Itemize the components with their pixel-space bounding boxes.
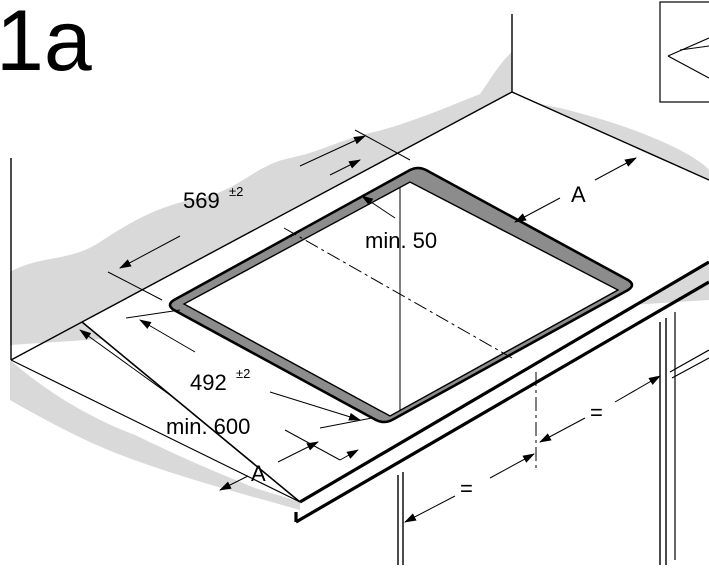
dim-line-a-side-2 xyxy=(594,157,637,181)
dim-line-a-front-1 xyxy=(219,475,249,491)
dim-line-eq-left-1 xyxy=(404,495,456,523)
dim-a-front-label: A xyxy=(251,461,266,486)
countertop-front-edge xyxy=(81,321,301,503)
dim-line-min600-a xyxy=(79,329,171,396)
dim-line-eq-right-1 xyxy=(539,417,586,443)
dim-eq-left-label: = xyxy=(460,476,473,501)
cutout-centerline xyxy=(283,227,513,359)
dim-line-569-a xyxy=(119,235,181,269)
countertop-front-thin xyxy=(10,359,301,503)
dim-492-tolerance: ±2 xyxy=(236,366,250,381)
dim-min50-label: min. 50 xyxy=(365,228,437,253)
dim-line-eq-left-2 xyxy=(489,453,535,479)
dim-line-569-b xyxy=(299,135,366,167)
dim-eq-right-label: = xyxy=(590,400,603,425)
countertop-left-end xyxy=(10,321,83,361)
ext-line-492-b xyxy=(319,417,373,429)
countertop-front-thickness xyxy=(294,260,709,524)
ext-line-569-b xyxy=(354,129,411,161)
countertop-side-back-edge xyxy=(511,91,709,181)
dim-569-value: 569 xyxy=(183,188,220,213)
dim-line-a-front-2 xyxy=(277,441,319,463)
dim-line-a-side-1 xyxy=(514,197,561,223)
dim-line-min50 xyxy=(329,159,361,176)
front-shadow xyxy=(10,360,300,510)
ext-line-569-a xyxy=(107,271,163,301)
dim-569-tolerance: ±2 xyxy=(229,184,243,199)
dim-line-492-a xyxy=(139,319,196,353)
dim-line-min50-b xyxy=(361,195,396,219)
dim-a-side-label: A xyxy=(571,182,586,207)
dim-line-eq-right-2 xyxy=(614,375,661,403)
cabinet xyxy=(397,312,709,565)
dim-line-min600-c xyxy=(339,449,359,461)
dim-line-492-b xyxy=(269,391,361,421)
dim-min600-label: min. 600 xyxy=(166,414,250,439)
ext-line-492-a xyxy=(125,309,181,319)
figure-number: 1a xyxy=(0,0,92,89)
dim-492-value: 492 xyxy=(190,370,227,395)
cutout-opening xyxy=(182,181,620,417)
detail-inset xyxy=(659,1,709,103)
countertop-back-edge xyxy=(81,91,513,323)
